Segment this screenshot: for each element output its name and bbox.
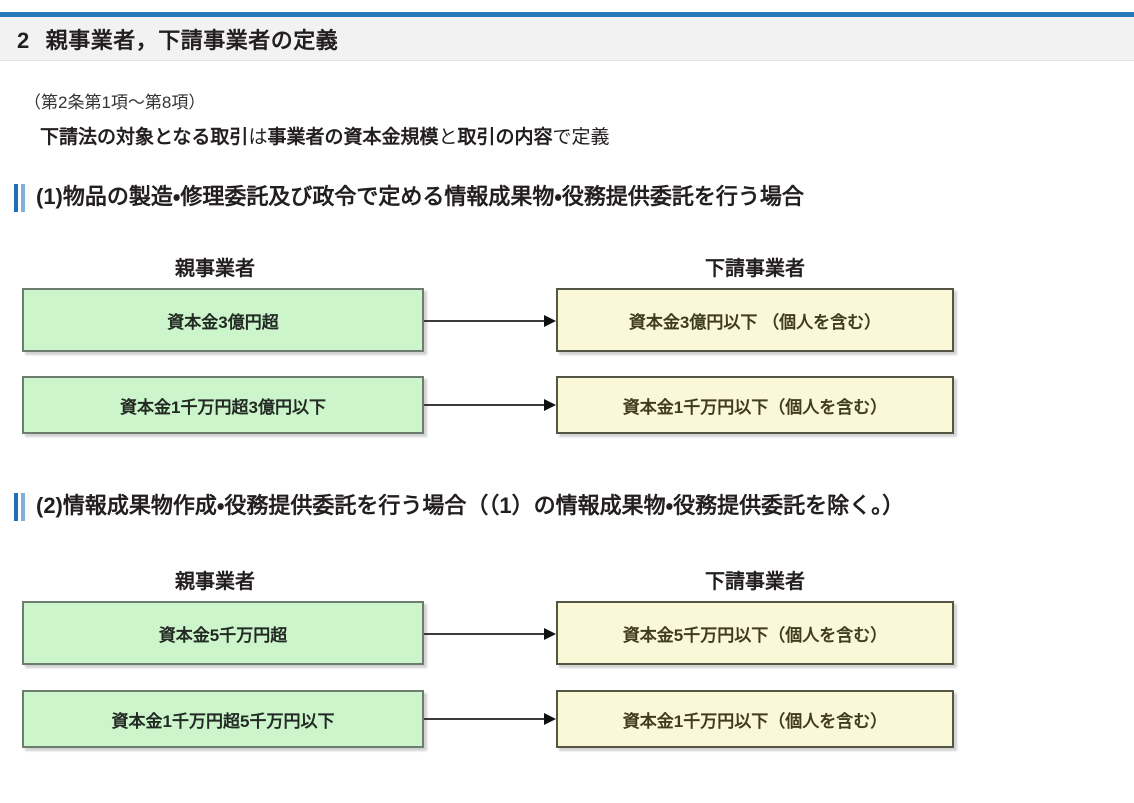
lead-statement-bold-2: 事業者の資本金規模 [267,127,439,148]
arrow-head [544,628,556,640]
page-heading-band [0,17,1134,60]
lead-reference: （第2条第1項〜第8項） [24,93,206,112]
diagram-2-row-2-sub-box: 資本金1千万円以下（個人を含む） [556,690,954,748]
diagram-1-row-1-sub-box: 資本金3億円以下 （個人を含む） [556,288,954,352]
arrow-shaft [424,320,544,322]
arrow-shaft [424,718,544,720]
diagram-2-column-header-parent: 親事業者 [175,571,255,593]
diagram-2-row-1-parent-box: 資本金5千万円超 [22,601,424,665]
arrow-head [544,713,556,725]
diagram-2-row-2-arrow-icon [424,713,556,725]
diagram-1-row-2-sub-box: 資本金1千万円以下（個人を含む） [556,376,954,434]
arrow-shaft [424,633,544,635]
section-marker-bars-icon [14,184,26,212]
lead-statement-normal-3: で定義 [552,127,610,148]
diagram-1-column-header-parent: 親事業者 [175,258,255,280]
lead-statement-bold-1: 下請法の対象となる取引 [40,127,249,148]
diagram-1-column-header-sub: 下請事業者 [705,258,805,280]
lead-statement: 下請法の対象となる取引は事業者の資本金規模と取引の内容で定義 [40,122,610,149]
arrow-shaft [424,404,544,406]
section-marker-bars-icon [14,493,26,521]
diagram-1-row-2-parent-box: 資本金1千万円超3億円以下 [22,376,424,434]
section-marker-bar-light [21,493,25,521]
page-title-text: 親事業者，下請事業者の定義 [45,28,339,53]
arrow-head [544,399,556,411]
lead-statement-normal-2: と [438,127,458,148]
page-title-number: 2 [17,28,30,53]
section-marker-bar-dark [14,184,18,212]
arrow-head [544,315,556,327]
lead-statement-bold-3: 取引の内容 [457,127,553,148]
top-accent-rule [0,12,1134,17]
diagram-2-column-header-sub: 下請事業者 [705,571,805,593]
section-heading-2-text: (2)情報成果物作成・役務提供委託を行う場合（（1）の情報成果物・役務提供委託を… [36,493,905,518]
section-marker-bar-light [21,184,25,212]
diagram-1-row-1-arrow-icon [424,315,556,327]
page-title: 2 親事業者，下請事業者の定義 [17,23,338,55]
heading-band-divider [0,60,1134,61]
section-marker-bar-dark [14,493,18,521]
diagram-2-row-1-sub-box: 資本金5千万円以下（個人を含む） [556,601,954,665]
lead-statement-normal-1: は [248,127,268,148]
diagram-2-row-2-parent-box: 資本金1千万円超5千万円以下 [22,690,424,748]
section-heading-1-text: (1)物品の製造・修理委託及び政令で定める情報成果物・役務提供委託を行う場合 [36,184,804,209]
diagram-2-row-1-arrow-icon [424,628,556,640]
diagram-1-row-2-arrow-icon [424,399,556,411]
diagram-1-row-1-parent-box: 資本金3億円超 [22,288,424,352]
